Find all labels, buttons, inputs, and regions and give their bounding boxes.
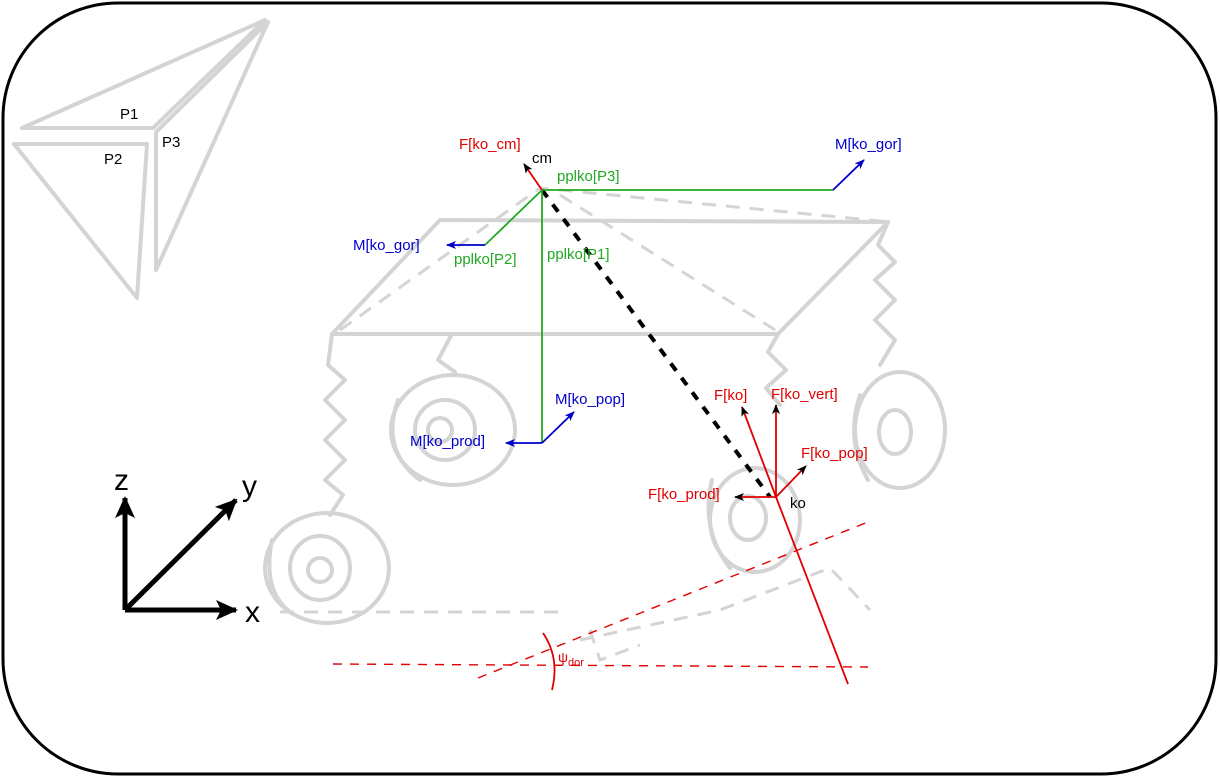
- axis-label-y: y: [242, 470, 257, 503]
- moments: M[ko_gor] M[ko_gor] M[ko_pop] M[ko_prod]: [353, 136, 902, 450]
- prism-label-p3: P3: [162, 134, 180, 151]
- lever-label-p2: pplko[P2]: [454, 251, 517, 268]
- force-label-ko: F[ko]: [714, 387, 747, 404]
- lever-arms: pplko[P3] pplko[P1] pplko[P2]: [454, 168, 833, 443]
- lever-label-p3: pplko[P3]: [557, 168, 620, 185]
- force-label-ko-cm: F[ko_cm]: [459, 136, 521, 153]
- point-label-cm: cm: [532, 150, 552, 167]
- slope-angle: ψdor: [332, 521, 869, 691]
- axis-label-x: x: [245, 596, 260, 629]
- angle-label: ψdor: [558, 649, 584, 669]
- forces: F[ko_cm] cm F[ko] F[ko_vert] F[ko_pop] F…: [459, 136, 868, 685]
- force-label-ko-prod: F[ko_prod]: [648, 486, 720, 503]
- point-label-ko: ko: [790, 495, 806, 512]
- axis-label-z: z: [114, 464, 129, 497]
- moment-label-pop: M[ko_pop]: [555, 391, 625, 408]
- prism-label-p2: P2: [104, 151, 122, 168]
- force-label-ko-pop: F[ko_pop]: [801, 445, 868, 462]
- prism-label-p1: P1: [120, 106, 138, 123]
- lever-label-p1: pplko[P1]: [547, 246, 610, 263]
- force-label-ko-vert: F[ko_vert]: [771, 386, 838, 403]
- coordinate-axes: z x y: [114, 464, 260, 629]
- rover-ghost: [263, 186, 947, 662]
- reference-prism: P1 P2 P3: [12, 18, 270, 300]
- moment-label-gor-left: M[ko_gor]: [353, 237, 420, 254]
- moment-label-prod: M[ko_prod]: [410, 433, 485, 450]
- moment-label-gor-right: M[ko_gor]: [835, 136, 902, 153]
